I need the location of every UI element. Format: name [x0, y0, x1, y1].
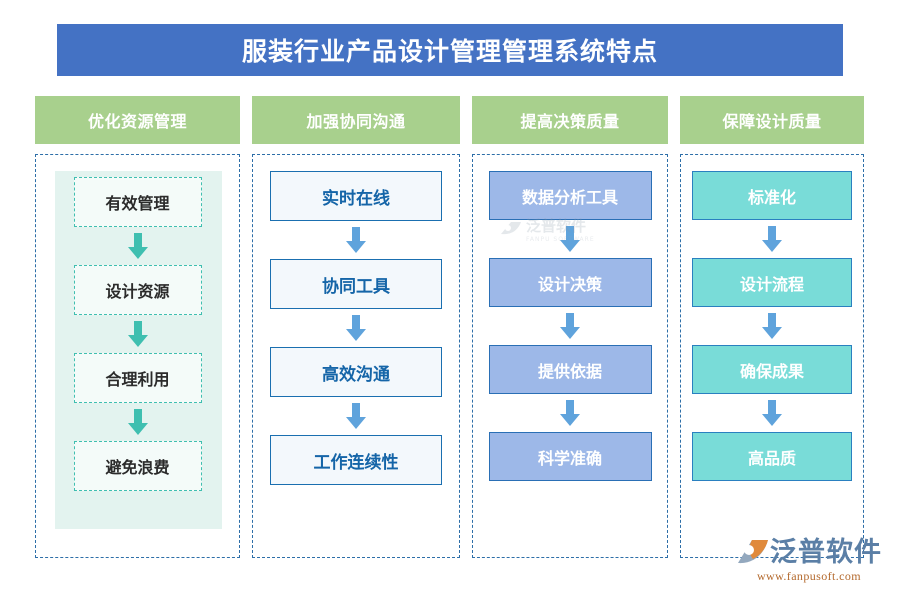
title-banner: 服装行业产品设计管理管理系统特点 — [57, 24, 843, 76]
column-improve-decision-quality: 提高决策质量 数据分析工具 设计决策 提供依据 科学准确 — [472, 96, 668, 558]
flow-node[interactable]: 确保成果 — [692, 345, 852, 394]
down-arrow-icon — [346, 403, 366, 429]
flow-node[interactable]: 避免浪费 — [73, 441, 202, 491]
down-arrow-icon — [762, 400, 782, 426]
down-arrow-icon — [127, 409, 148, 435]
column-body-1: 实时在线 协同工具 高效沟通 工作连续性 — [252, 154, 460, 558]
flow-node[interactable]: 有效管理 — [73, 177, 202, 227]
down-arrow-icon — [560, 226, 580, 252]
flow-node[interactable]: 标准化 — [692, 171, 852, 220]
flow-node[interactable]: 高效沟通 — [270, 347, 442, 397]
column-optimize-resources: 优化资源管理 有效管理 设计资源 合理利用 避免浪费 — [35, 96, 240, 558]
down-arrow-icon — [346, 227, 366, 253]
column-header-3: 保障设计质量 — [680, 96, 864, 144]
column-header-0: 优化资源管理 — [35, 96, 240, 144]
flow-node[interactable]: 设计资源 — [73, 265, 202, 315]
flow-node[interactable]: 提供依据 — [488, 345, 652, 394]
flow-node[interactable]: 工作连续性 — [270, 435, 442, 485]
logo-name: 泛普软件 — [770, 536, 882, 568]
column-body-0: 有效管理 设计资源 合理利用 避免浪费 — [35, 154, 240, 558]
flow-node[interactable]: 高品质 — [692, 432, 852, 481]
down-arrow-icon — [127, 321, 148, 347]
flow-node[interactable]: 科学准确 — [488, 432, 652, 481]
down-arrow-icon — [560, 313, 580, 339]
down-arrow-icon — [127, 233, 148, 259]
column-header-1: 加强协同沟通 — [252, 96, 460, 144]
flow-chain-3: 标准化 设计流程 确保成果 高品质 — [681, 171, 863, 481]
column-header-2: 提高决策质量 — [472, 96, 668, 144]
flow-chain-1: 实时在线 协同工具 高效沟通 工作连续性 — [253, 171, 459, 485]
down-arrow-icon — [762, 313, 782, 339]
flow-node[interactable]: 实时在线 — [270, 171, 442, 221]
flow-chain-0: 有效管理 设计资源 合理利用 避免浪费 — [36, 177, 239, 491]
column-enhance-collaboration: 加强协同沟通 实时在线 协同工具 高效沟通 工作连续性 — [252, 96, 460, 558]
logo-url: www.fanpusoft.com — [756, 569, 861, 583]
fanpu-logo-icon — [738, 540, 768, 564]
flow-node[interactable]: 设计流程 — [692, 258, 852, 307]
down-arrow-icon — [346, 315, 366, 341]
flow-node[interactable]: 协同工具 — [270, 259, 442, 309]
page-title: 服装行业产品设计管理管理系统特点 — [241, 37, 658, 66]
column-body-2: 数据分析工具 设计决策 提供依据 科学准确 — [472, 154, 668, 558]
column-body-3: 标准化 设计流程 确保成果 高品质 — [680, 154, 864, 558]
down-arrow-icon — [560, 400, 580, 426]
flow-node[interactable]: 数据分析工具 — [488, 171, 652, 220]
flow-chain-2: 数据分析工具 设计决策 提供依据 科学准确 — [473, 171, 667, 481]
down-arrow-icon — [762, 226, 782, 252]
flow-node[interactable]: 设计决策 — [488, 258, 652, 307]
company-logo: 泛普软件 www.fanpusoft.com — [736, 537, 882, 584]
column-ensure-design-quality: 保障设计质量 标准化 设计流程 确保成果 高品质 — [680, 96, 864, 558]
flow-node[interactable]: 合理利用 — [73, 353, 202, 403]
